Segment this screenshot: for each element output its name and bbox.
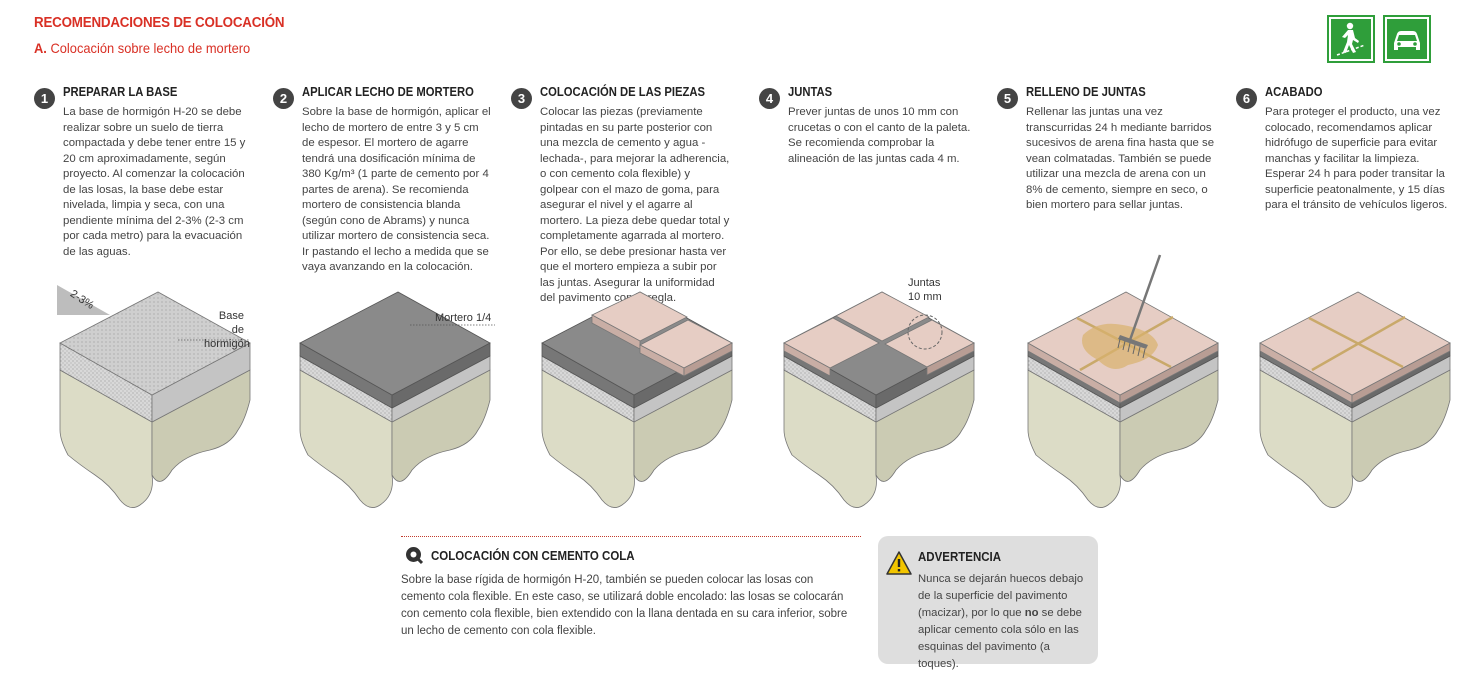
illustration-pieces: [541, 291, 733, 508]
section-divider: [401, 536, 861, 537]
base-label: Base de hormigón: [204, 309, 250, 351]
warning-icon: [886, 551, 912, 580]
joint-detail-circle: [907, 314, 943, 350]
illustration-mortar: [299, 291, 491, 508]
step-title: PREPARAR LA BASE: [63, 85, 178, 99]
mortar-label: Mortero 1/4: [435, 312, 492, 324]
step-number: 1: [34, 88, 55, 109]
joints-label-line1: Juntas: [908, 277, 941, 289]
step-number: 6: [1236, 88, 1257, 109]
warning-box: [878, 536, 1098, 664]
step-text: Prever juntas de unos 10 mm con crucetas…: [788, 106, 971, 165]
step-number: 5: [997, 88, 1018, 109]
warning-text-after: se debe aplicar cemento cola sólo en las…: [918, 607, 1082, 670]
subtitle-text: Colocación sobre lecho de mortero: [50, 40, 251, 56]
step-text: Rellenar las juntas una vez transcurrida…: [1026, 106, 1215, 211]
cola-title: COLOCACIÓN CON CEMENTO COLA: [431, 549, 635, 563]
warning-text: Nunca se dejarán huecos debajo de la sup…: [918, 571, 1088, 673]
step-title: RELLENO DE JUNTAS: [1026, 85, 1146, 99]
page-title: RECOMENDACIONES DE COLOCACIÓN: [34, 15, 285, 31]
step-number: 2: [273, 88, 294, 109]
subtitle-prefix: A.: [34, 40, 47, 56]
step-text: Colocar las piezas (previamente pintadas…: [540, 106, 730, 304]
base-label-line1: Base de: [218, 310, 244, 336]
step-text: Para proteger el producto, una vez coloc…: [1265, 106, 1448, 211]
pedestrian-icon: [1336, 22, 1366, 56]
base-label-line2: hormigón: [204, 338, 250, 350]
page-subtitle: A. Colocación sobre lecho de mortero: [34, 40, 250, 56]
step-text: La base de hormigón H-20 se debe realiza…: [63, 106, 246, 258]
illustration-base: [59, 291, 251, 508]
step-title: COLOCACIÓN DE LAS PIEZAS: [540, 85, 706, 99]
joints-label: Juntas 10 mm: [908, 276, 942, 304]
car-icon: [1394, 31, 1420, 50]
illustrations: [57, 254, 1451, 508]
cola-text: Sobre la base rígida de hormigón H-20, t…: [401, 574, 848, 637]
illustration-finishing: [1259, 291, 1451, 508]
warning-text-before: Nunca se dejarán huecos debajo de la sup…: [918, 573, 1084, 619]
warning-text-bold: no: [1024, 607, 1039, 619]
step-number: 3: [511, 88, 532, 109]
warning-title: ADVERTENCIA: [918, 550, 1002, 564]
pedestrian-badge: [1327, 15, 1375, 63]
joints-label-line2: 10 mm: [908, 291, 942, 303]
step-title: APLICAR LECHO DE MORTERO: [302, 85, 474, 99]
step-title: JUNTAS: [788, 85, 833, 99]
step-title: ACABADO: [1265, 85, 1323, 99]
info-icon: [405, 546, 424, 570]
illustration-joints: [783, 291, 975, 508]
slope-triangle: [57, 285, 110, 315]
step-number: 4: [759, 88, 780, 109]
step-text: Sobre la base de hormigón, aplicar el le…: [302, 106, 491, 273]
car-badge: [1383, 15, 1431, 63]
illustration-filling: [1027, 254, 1219, 508]
